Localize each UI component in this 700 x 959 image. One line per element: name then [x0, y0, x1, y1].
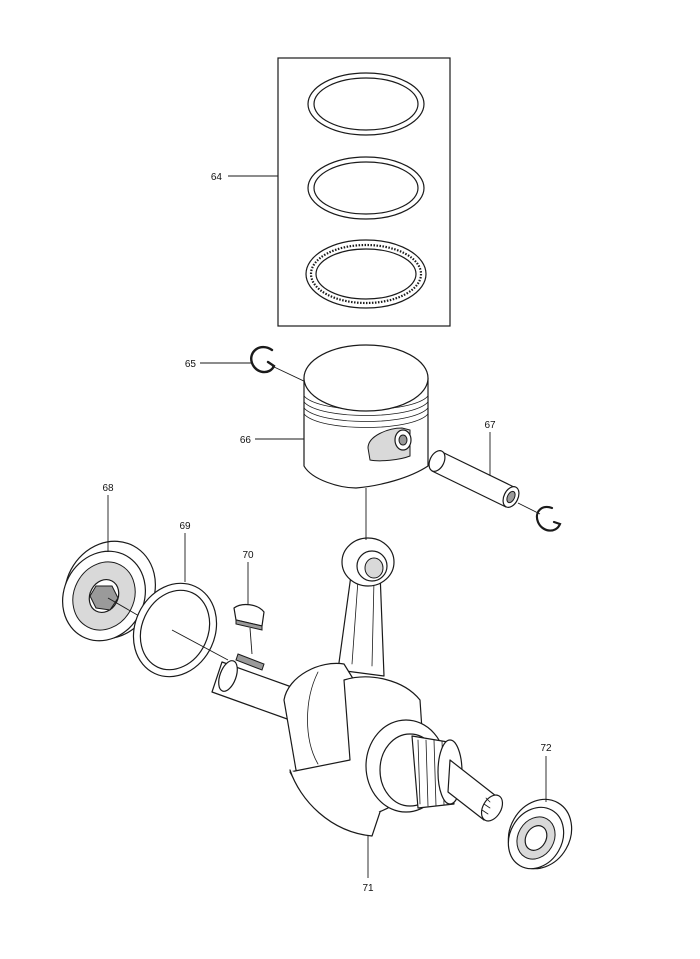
callout-72: 72 [540, 743, 552, 754]
connecting-rod-icon [337, 537, 395, 677]
callout-67: 67 [484, 420, 496, 431]
woodruff-key-icon [233, 603, 265, 631]
piston-ring-set-icon [277, 57, 451, 327]
callout-71: 71 [362, 883, 374, 894]
circlip-icon [250, 345, 276, 374]
callout-70: 70 [242, 550, 254, 561]
callout-66: 66 [240, 435, 252, 446]
piston-icon [303, 344, 429, 489]
callout-64: 64 [211, 172, 223, 183]
piston-pin-icon [428, 450, 520, 508]
crankshaft-assembly-icon [211, 653, 504, 837]
oil-seal-icon [62, 540, 156, 642]
callout-69: 69 [179, 521, 191, 532]
callout-68: 68 [102, 483, 114, 494]
oil-seal-icon [507, 798, 573, 870]
callout-65: 65 [185, 359, 197, 370]
circlip-icon [535, 505, 562, 532]
washer-ring-icon [132, 582, 218, 678]
